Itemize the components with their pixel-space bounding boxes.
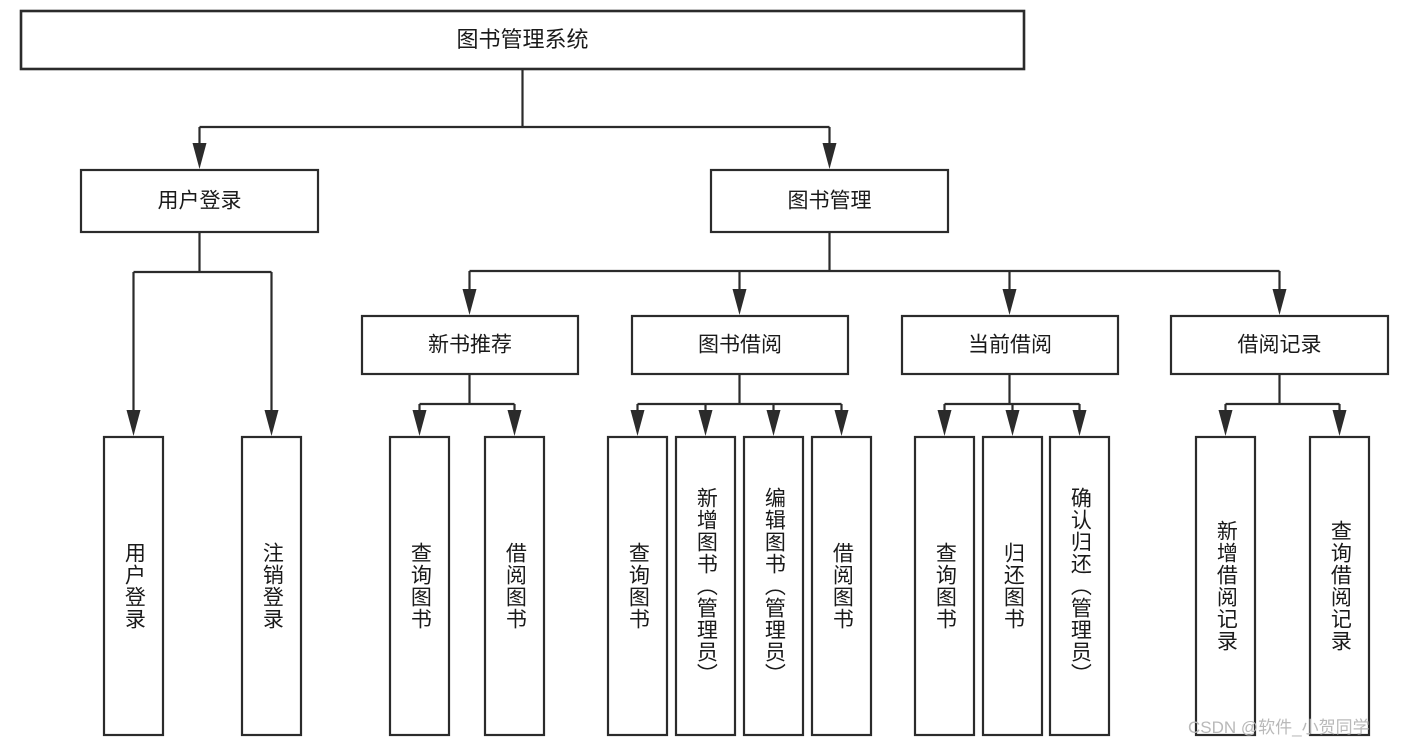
arrow-leaf-query-rec [412,410,427,436]
arrow-leaf-add-book [698,410,713,436]
node-box-leaf-add-borrow-record[interactable] [1194,435,1257,737]
node-box-leaf-return-book[interactable] [981,435,1044,737]
node-label-book-management: 图书管理 [788,190,872,213]
node-label-user-login: 用户登录 [158,190,242,213]
arrow-leaf-logout [264,410,279,436]
node-box-new-book-recommend[interactable] [360,314,580,376]
arrow-leaf-borrow-rec [507,410,522,436]
connector-layer [132,69,1341,410]
arrow-borrow-record [1272,289,1287,315]
arrow-leaf-confirm [1072,410,1087,436]
node-box-leaf-logout[interactable] [240,435,303,737]
node-box-leaf-borrow-book-rec[interactable] [483,435,546,737]
arrow-user-login [192,143,207,169]
node-box-borrow-record[interactable] [1169,314,1390,376]
node-box-leaf-query-book-rec[interactable] [388,435,451,737]
arrow-leaf-query-record [1332,410,1347,436]
arrow-current-borrow [1002,289,1017,315]
arrow-leaf-borrow-book [834,410,849,436]
node-label-book-borrow: 图书借阅 [698,334,782,357]
arrow-new-book [462,289,477,315]
arrow-leaf-add-record [1218,410,1233,436]
node-box-user-login[interactable] [79,168,320,234]
node-box-leaf-confirm-return-admin[interactable] [1048,435,1111,737]
node-box-leaf-edit-book-admin[interactable] [742,435,805,737]
node-box-layer [19,9,1390,737]
arrow-book-borrow [732,289,747,315]
arrow-leaf-return [1005,410,1020,436]
arrow-head-layer [126,143,1347,436]
arrow-leaf-query-cur [937,410,952,436]
arrow-book-mgmt [822,143,837,169]
arrow-leaf-user-login [126,410,141,436]
node-box-leaf-query-borrow-record[interactable] [1308,435,1371,737]
node-box-leaf-query-book-current[interactable] [913,435,976,737]
watermark-text: CSDN @软件_小贺同学 [1188,718,1370,737]
arrow-leaf-query-bb [630,410,645,436]
node-label-current-borrow: 当前借阅 [968,334,1052,357]
node-box-leaf-query-book-borrow[interactable] [606,435,669,737]
node-label-root: 图书管理系统 [456,27,588,52]
node-box-book-management[interactable] [709,168,950,234]
arrow-leaf-edit-book [766,410,781,436]
node-label-new-book-recommend: 新书推荐 [428,334,512,357]
node-box-leaf-add-book-admin[interactable] [674,435,737,737]
node-box-current-borrow[interactable] [900,314,1120,376]
node-label-borrow-record: 借阅记录 [1238,334,1322,357]
node-box-root[interactable] [19,9,1026,71]
node-box-leaf-user-login[interactable] [102,435,165,737]
node-box-leaf-borrow-book[interactable] [810,435,873,737]
node-box-book-borrow[interactable] [630,314,850,376]
